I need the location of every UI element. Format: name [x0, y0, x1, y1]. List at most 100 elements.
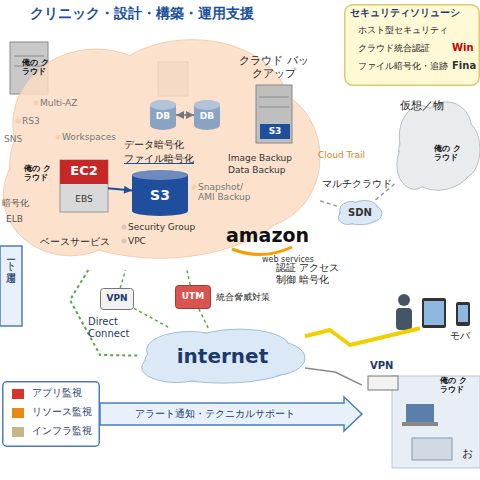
mobile-device: モバ: [420, 296, 480, 346]
person-body: [396, 308, 412, 330]
cloud-outline: [397, 102, 480, 190]
connector: [120, 270, 125, 288]
server-slot: [259, 97, 289, 98]
node-text: VPN: [100, 293, 134, 303]
service-label: RS3: [22, 116, 40, 126]
ec2-server: EC2EBS: [60, 160, 108, 212]
person-head: [398, 294, 410, 306]
s3-bucket: S3: [132, 170, 188, 216]
connector-line: [305, 368, 362, 385]
node-text: 俺の クラウド: [434, 144, 468, 162]
node-text: セキュリティソリューシ: [350, 7, 460, 19]
cloud-fill: [398, 141, 431, 188]
connector: [70, 270, 140, 356]
node-text: リソース監視: [32, 406, 92, 418]
amazon-smile: [232, 247, 292, 255]
remote-ops-arrow: [0, 246, 22, 326]
node-text: EC2: [60, 164, 108, 179]
server-body: [60, 160, 108, 212]
connector: [176, 111, 194, 119]
private-cloud: 仮想／物俺の クラウド: [396, 100, 480, 195]
node-text: 仮想／物: [400, 100, 444, 113]
service-label: Snapshot/ AMI Backup: [198, 182, 256, 203]
connector-line: [108, 188, 132, 190]
service-label: Workspaces: [62, 132, 116, 142]
arrow-head: [176, 111, 184, 119]
node-text: S3: [260, 126, 290, 136]
node-text: アプリ監視: [32, 387, 82, 399]
connector-label: マルチクラウド: [322, 178, 392, 190]
node-text: internet: [140, 345, 305, 368]
monitor-icon: [12, 389, 24, 399]
server-slot: [259, 107, 289, 108]
connector: [108, 186, 132, 194]
diagram-title: クリニック・設計・構築・運用支援: [30, 5, 254, 21]
vertical-arrow-label: ート・運用: [5, 254, 17, 265]
tablet-body: [422, 298, 446, 328]
connector: [134, 308, 170, 328]
feature-label: データ暗号化: [124, 139, 184, 151]
feature-label: 統合脅威対策: [216, 292, 270, 302]
service-label: VPC: [128, 236, 146, 246]
monitor-icon: [12, 408, 24, 418]
cylinder-body: [194, 100, 220, 130]
node-text: EBS: [60, 194, 108, 204]
cylinder-body: [150, 100, 176, 130]
connector: [305, 328, 420, 345]
laptop-screen: [406, 404, 434, 422]
server-slot: [14, 56, 44, 57]
node-text: Fina: [452, 60, 476, 72]
device-body: [101, 289, 134, 310]
connector-line: [176, 114, 194, 116]
node-text: DB: [194, 111, 220, 121]
service-label: 暗号化: [2, 198, 29, 208]
node-text: DB: [150, 111, 176, 121]
connector-line: [320, 201, 338, 206]
node-text: amazon: [226, 225, 309, 247]
laptop-base: [402, 422, 438, 426]
connector: [199, 309, 208, 328]
connector-label: Direct Connect: [88, 316, 134, 339]
connector-line: [187, 270, 190, 285]
section-label: ベースサービス: [40, 236, 110, 248]
cylinder-body: [132, 170, 188, 216]
phone-screen: [458, 305, 468, 322]
fat-arrow: [100, 397, 362, 431]
connector: [320, 201, 338, 206]
backup-label: Image Backup: [228, 153, 292, 163]
node-text: ファイル暗号化・追跡: [358, 61, 448, 71]
vpn-device: VPN: [100, 288, 134, 310]
building-icon: [412, 438, 452, 460]
s3-badge: [260, 124, 290, 139]
box-outline: [345, 5, 480, 86]
service-label: SNS: [4, 134, 22, 144]
monitor-icon: [12, 427, 24, 437]
connector: [187, 270, 190, 285]
node-text: お: [462, 448, 473, 461]
service-label: Cloud Trail: [318, 150, 365, 160]
cylinder-top: [150, 100, 176, 110]
device-body: [176, 286, 211, 309]
monitoring-box: アプリ監視リソース監視インフラ監視: [2, 381, 100, 447]
ec2-badge: [60, 160, 108, 184]
connector-line: [70, 270, 140, 356]
db-cylinder: DB: [194, 100, 220, 130]
phone-body: [456, 302, 470, 326]
connector-label: 認証 アクセス制御 暗号化: [276, 262, 340, 285]
connector-line: [199, 309, 208, 328]
sdn-cloud: SDN: [338, 200, 382, 226]
connector-line: [120, 270, 125, 288]
backup-label: Data Backup: [228, 165, 285, 175]
cloud-fill: [4, 135, 136, 255]
office-area: [392, 376, 480, 468]
connector-line: [305, 328, 420, 345]
cloud-outline: [338, 201, 382, 225]
arrow-head: [124, 186, 132, 194]
internet-cloud: internet: [140, 328, 305, 386]
backup-server: クラウド バックアップS3: [228, 55, 318, 150]
node-text: インフラ監視: [32, 425, 92, 437]
node-text: SDN: [338, 207, 382, 219]
node-text: モバ: [450, 330, 470, 342]
service-label: Multi-AZ: [40, 98, 77, 108]
service-label: Security Group: [128, 222, 195, 232]
